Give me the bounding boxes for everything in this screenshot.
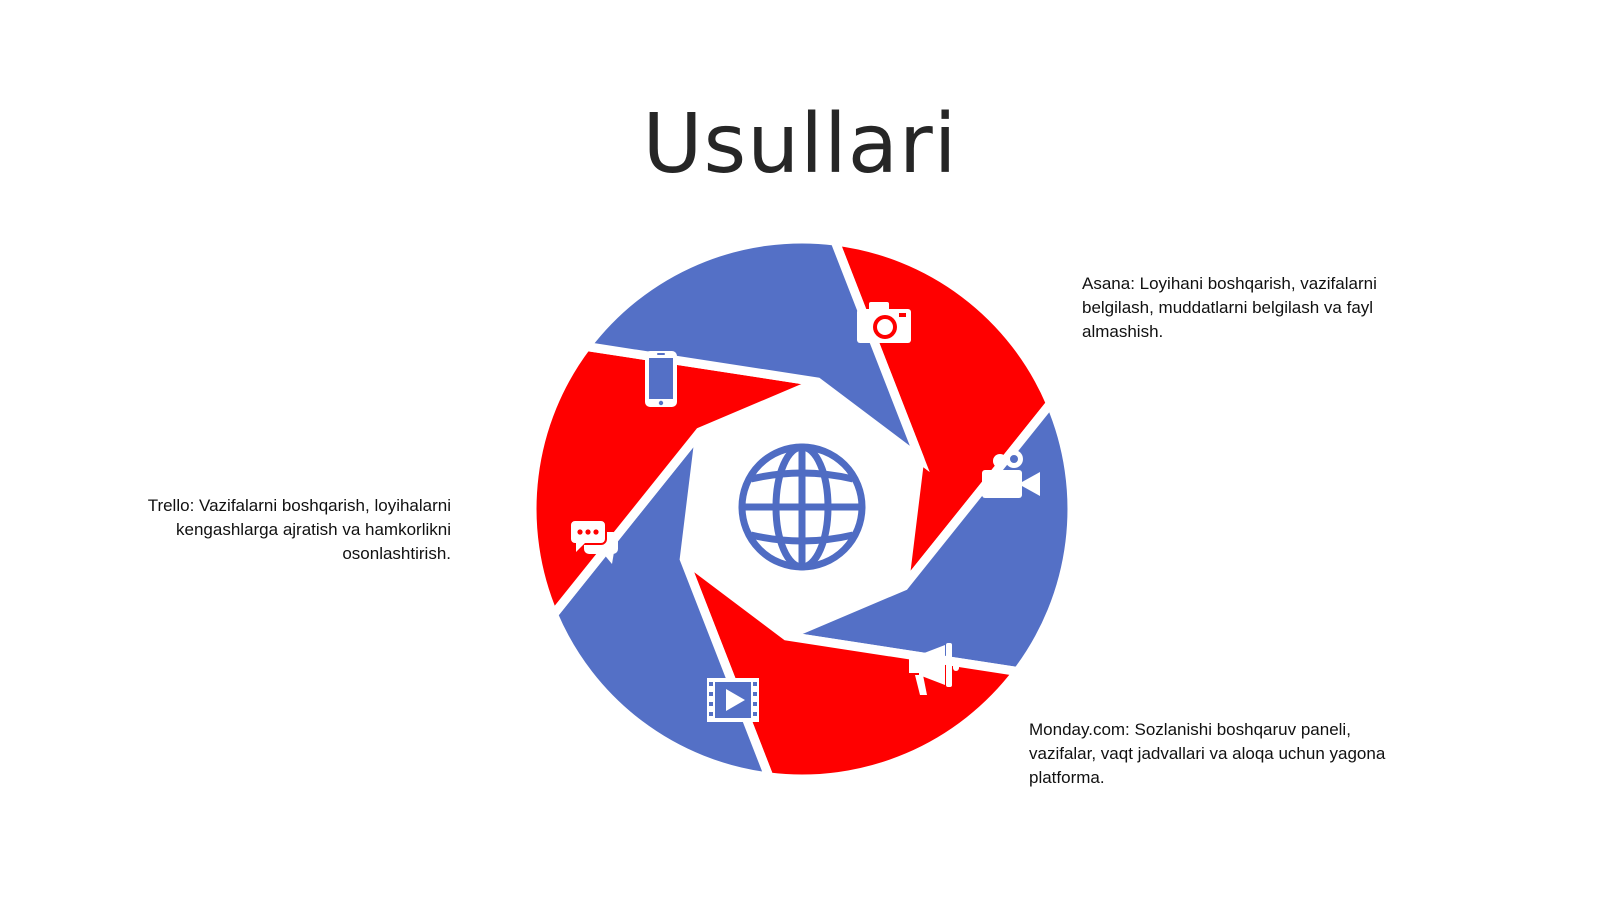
camera-icon	[857, 302, 911, 343]
chat-bubbles-icon	[569, 519, 618, 564]
slide-title: Usullari	[642, 96, 958, 192]
megaphone-icon	[909, 643, 959, 695]
caption-trello: Trello: Vazifalarni boshqarish, loyihala…	[147, 496, 451, 563]
aperture-segment-6	[578, 234, 930, 473]
video-camera-icon	[982, 450, 1040, 498]
globe-icon	[738, 443, 866, 571]
film-play-icon	[707, 678, 759, 722]
caption-monday: Monday.com: Sozlanishi boshqaruv paneli,…	[1029, 720, 1386, 787]
smartphone-icon	[645, 351, 677, 407]
caption-asana: Asana: Loyihani boshqarish, vazifalarni …	[1082, 274, 1377, 341]
